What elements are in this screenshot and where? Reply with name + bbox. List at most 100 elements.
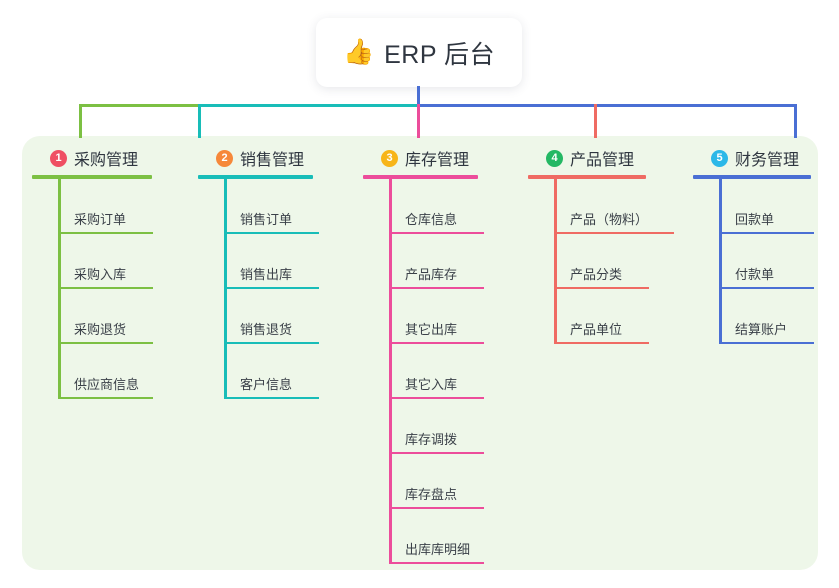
- branch-header-1[interactable]: 1 采购管理: [32, 146, 182, 170]
- leaf-node[interactable]: 销售出库: [198, 234, 348, 289]
- branch-badge-4: 4: [546, 149, 563, 167]
- branch-children-4: 产品（物料） 产品分类产品单位: [528, 179, 678, 344]
- branch-header-2[interactable]: 2 销售管理: [198, 146, 348, 170]
- bus-segment-blue: [417, 104, 797, 107]
- leaf-node[interactable]: 出库库明细: [363, 509, 513, 564]
- drop-connector-1: [79, 104, 82, 138]
- branch-rule-2: [198, 175, 313, 179]
- leaf-label: 产品单位: [570, 322, 623, 337]
- leaf-underline: [389, 342, 484, 344]
- branch-title-2: 销售管理: [240, 152, 305, 169]
- leaf-node[interactable]: 回款单: [693, 179, 839, 234]
- leaf-label: 销售退货: [240, 322, 293, 337]
- root-stem-connector: [417, 86, 420, 106]
- leaf-node[interactable]: 付款单: [693, 234, 839, 289]
- leaf-underline: [58, 287, 153, 289]
- leaf-node[interactable]: 供应商信息: [32, 344, 182, 399]
- leaf-node[interactable]: 采购订单: [32, 179, 182, 234]
- leaf-node[interactable]: 产品库存: [363, 234, 513, 289]
- leaf-label: 采购订单: [74, 212, 127, 227]
- leaf-underline: [224, 232, 319, 234]
- leaf-label: 客户信息: [240, 377, 293, 392]
- leaf-node[interactable]: 产品单位: [528, 289, 678, 344]
- leaf-label: 库存盘点: [405, 487, 458, 502]
- branch-spine-1: [58, 179, 61, 399]
- branch-children-1: 采购订单采购入库采购退货供应商信息: [32, 179, 182, 399]
- branch-column-3: 3 库存管理 仓库信息产品库存其它出库其它入库库存调拨库存盘点出库库明细: [363, 146, 513, 564]
- branch-spine-3: [389, 179, 392, 564]
- branch-children-2: 销售订单销售出库销售退货客户信息: [198, 179, 348, 399]
- branch-spine-2: [224, 179, 227, 399]
- branch-children-5: 回款单付款单结算账户: [693, 179, 839, 344]
- leaf-label: 其它出库: [405, 322, 458, 337]
- branch-header-5[interactable]: 5 财务管理: [693, 146, 839, 170]
- leaf-node[interactable]: 采购退货: [32, 289, 182, 344]
- leaf-node[interactable]: 其它出库: [363, 289, 513, 344]
- leaf-underline: [58, 342, 153, 344]
- leaf-underline: [554, 232, 674, 234]
- leaf-underline: [554, 287, 649, 289]
- leaf-label: 产品（物料）: [570, 212, 649, 227]
- leaf-node[interactable]: 销售订单: [198, 179, 348, 234]
- leaf-node[interactable]: 结算账户: [693, 289, 839, 344]
- root-title: ERP 后台: [384, 40, 496, 69]
- branch-children-3: 仓库信息产品库存其它出库其它入库库存调拨库存盘点出库库明细: [363, 179, 513, 564]
- bus-segment-teal: [198, 104, 418, 107]
- leaf-node[interactable]: 产品（物料）: [528, 179, 678, 234]
- leaf-label: 仓库信息: [405, 212, 458, 227]
- branch-title-4: 产品管理: [570, 152, 635, 169]
- leaf-label: 回款单: [735, 212, 775, 227]
- drop-connector-4: [594, 104, 597, 138]
- leaf-label: 其它入库: [405, 377, 458, 392]
- leaf-node[interactable]: 销售退货: [198, 289, 348, 344]
- leaf-node[interactable]: 产品分类: [528, 234, 678, 289]
- leaf-node[interactable]: 采购入库: [32, 234, 182, 289]
- branch-rule-1: [32, 175, 152, 179]
- leaf-underline: [389, 562, 484, 564]
- leaf-underline: [224, 287, 319, 289]
- branch-spine-5: [719, 179, 722, 344]
- drop-connector-3: [417, 104, 420, 138]
- branch-column-2: 2 销售管理 销售订单销售出库销售退货客户信息: [198, 146, 348, 399]
- drop-connector-2: [198, 104, 201, 138]
- leaf-label: 供应商信息: [74, 377, 140, 392]
- leaf-node[interactable]: 库存盘点: [363, 454, 513, 509]
- leaf-underline: [224, 397, 319, 399]
- leaf-node[interactable]: 其它入库: [363, 344, 513, 399]
- branch-rule-5: [693, 175, 811, 179]
- leaf-label: 产品分类: [570, 267, 623, 282]
- thumbs-up-icon: 👍: [342, 38, 375, 66]
- branch-title-3: 库存管理: [405, 152, 470, 169]
- leaf-label: 库存调拨: [405, 432, 458, 447]
- root-node[interactable]: 👍 ERP 后台: [316, 18, 522, 87]
- branch-rule-4: [528, 175, 646, 179]
- leaf-label: 采购退货: [74, 322, 127, 337]
- branch-column-5: 5 财务管理 回款单付款单结算账户: [693, 146, 839, 344]
- leaf-label: 采购入库: [74, 267, 127, 282]
- leaf-label: 付款单: [735, 267, 775, 282]
- leaf-underline: [58, 397, 153, 399]
- branch-rule-3: [363, 175, 478, 179]
- leaf-underline: [719, 342, 814, 344]
- branch-header-3[interactable]: 3 库存管理: [363, 146, 513, 170]
- leaf-label: 销售出库: [240, 267, 293, 282]
- leaf-underline: [719, 287, 814, 289]
- leaf-node[interactable]: 客户信息: [198, 344, 348, 399]
- branch-title-5: 财务管理: [735, 152, 800, 169]
- leaf-underline: [389, 287, 484, 289]
- branch-badge-1: 1: [50, 149, 67, 167]
- leaf-underline: [224, 342, 319, 344]
- leaf-underline: [389, 397, 484, 399]
- leaf-underline: [58, 232, 153, 234]
- branch-badge-2: 2: [216, 149, 233, 167]
- leaf-underline: [389, 507, 484, 509]
- branches-panel: [22, 136, 818, 570]
- branch-header-4[interactable]: 4 产品管理: [528, 146, 678, 170]
- leaf-node[interactable]: 库存调拨: [363, 399, 513, 454]
- branch-column-1: 1 采购管理 采购订单采购入库采购退货供应商信息: [32, 146, 182, 399]
- leaf-node[interactable]: 仓库信息: [363, 179, 513, 234]
- branch-column-4: 4 产品管理 产品（物料） 产品分类产品单位: [528, 146, 678, 344]
- leaf-label: 产品库存: [405, 267, 458, 282]
- branch-spine-4: [554, 179, 557, 344]
